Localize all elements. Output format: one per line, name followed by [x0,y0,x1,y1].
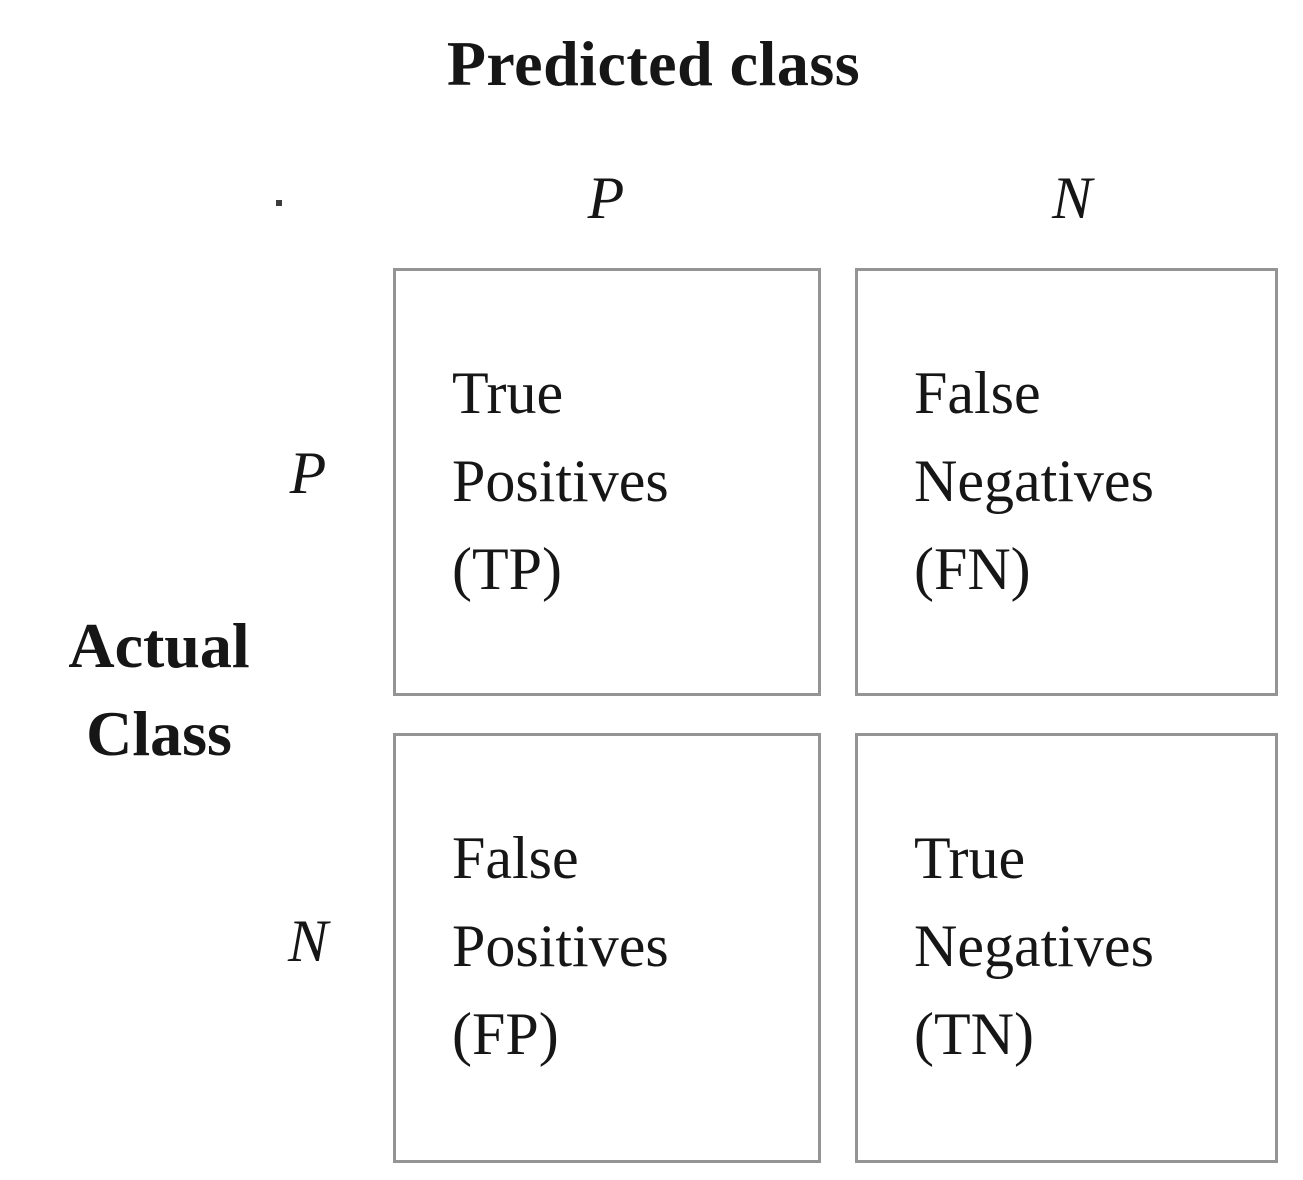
matrix-cell-true-positives-text: True Positives (TP) [452,349,669,613]
cell-line-2: Negatives [914,448,1154,514]
actual-class-label-line2: Class [86,698,232,769]
matrix-cell-true-negatives-text: True Negatives (TN) [914,814,1154,1078]
predicted-class-title-text: Predicted class [446,28,861,99]
cell-line-1: False [914,360,1041,426]
matrix-cell-false-negatives: False Negatives (FN) [855,268,1278,696]
cell-line-1: False [452,825,579,891]
row-header-p: P [289,440,327,506]
matrix-cell-true-positives: True Positives (TP) [393,268,821,696]
cell-line-3: (TN) [914,1001,1034,1067]
predicted-class-title: Predicted class [0,28,1303,100]
matrix-cell-false-positives-text: False Positives (FP) [452,814,669,1078]
cell-line-3: (FN) [914,536,1031,602]
cell-line-3: (TP) [452,536,562,602]
actual-class-label: Actual Class [0,602,318,778]
matrix-cell-true-negatives: True Negatives (TN) [855,733,1278,1163]
cell-line-1: True [914,825,1026,891]
cell-line-2: Positives [452,913,669,979]
cell-line-3: (FP) [452,1001,559,1067]
cell-line-1: True [452,360,564,426]
cell-line-2: Negatives [914,913,1154,979]
matrix-cell-false-positives: False Positives (FP) [393,733,821,1163]
column-header-n: N [1051,165,1093,231]
matrix-cell-false-negatives-text: False Negatives (FN) [914,349,1154,613]
cell-line-2: Positives [452,448,669,514]
row-header-n: N [287,908,329,974]
ink-speck-artifact [276,200,282,206]
column-header-p: P [587,165,625,231]
actual-class-label-line1: Actual [68,610,250,681]
